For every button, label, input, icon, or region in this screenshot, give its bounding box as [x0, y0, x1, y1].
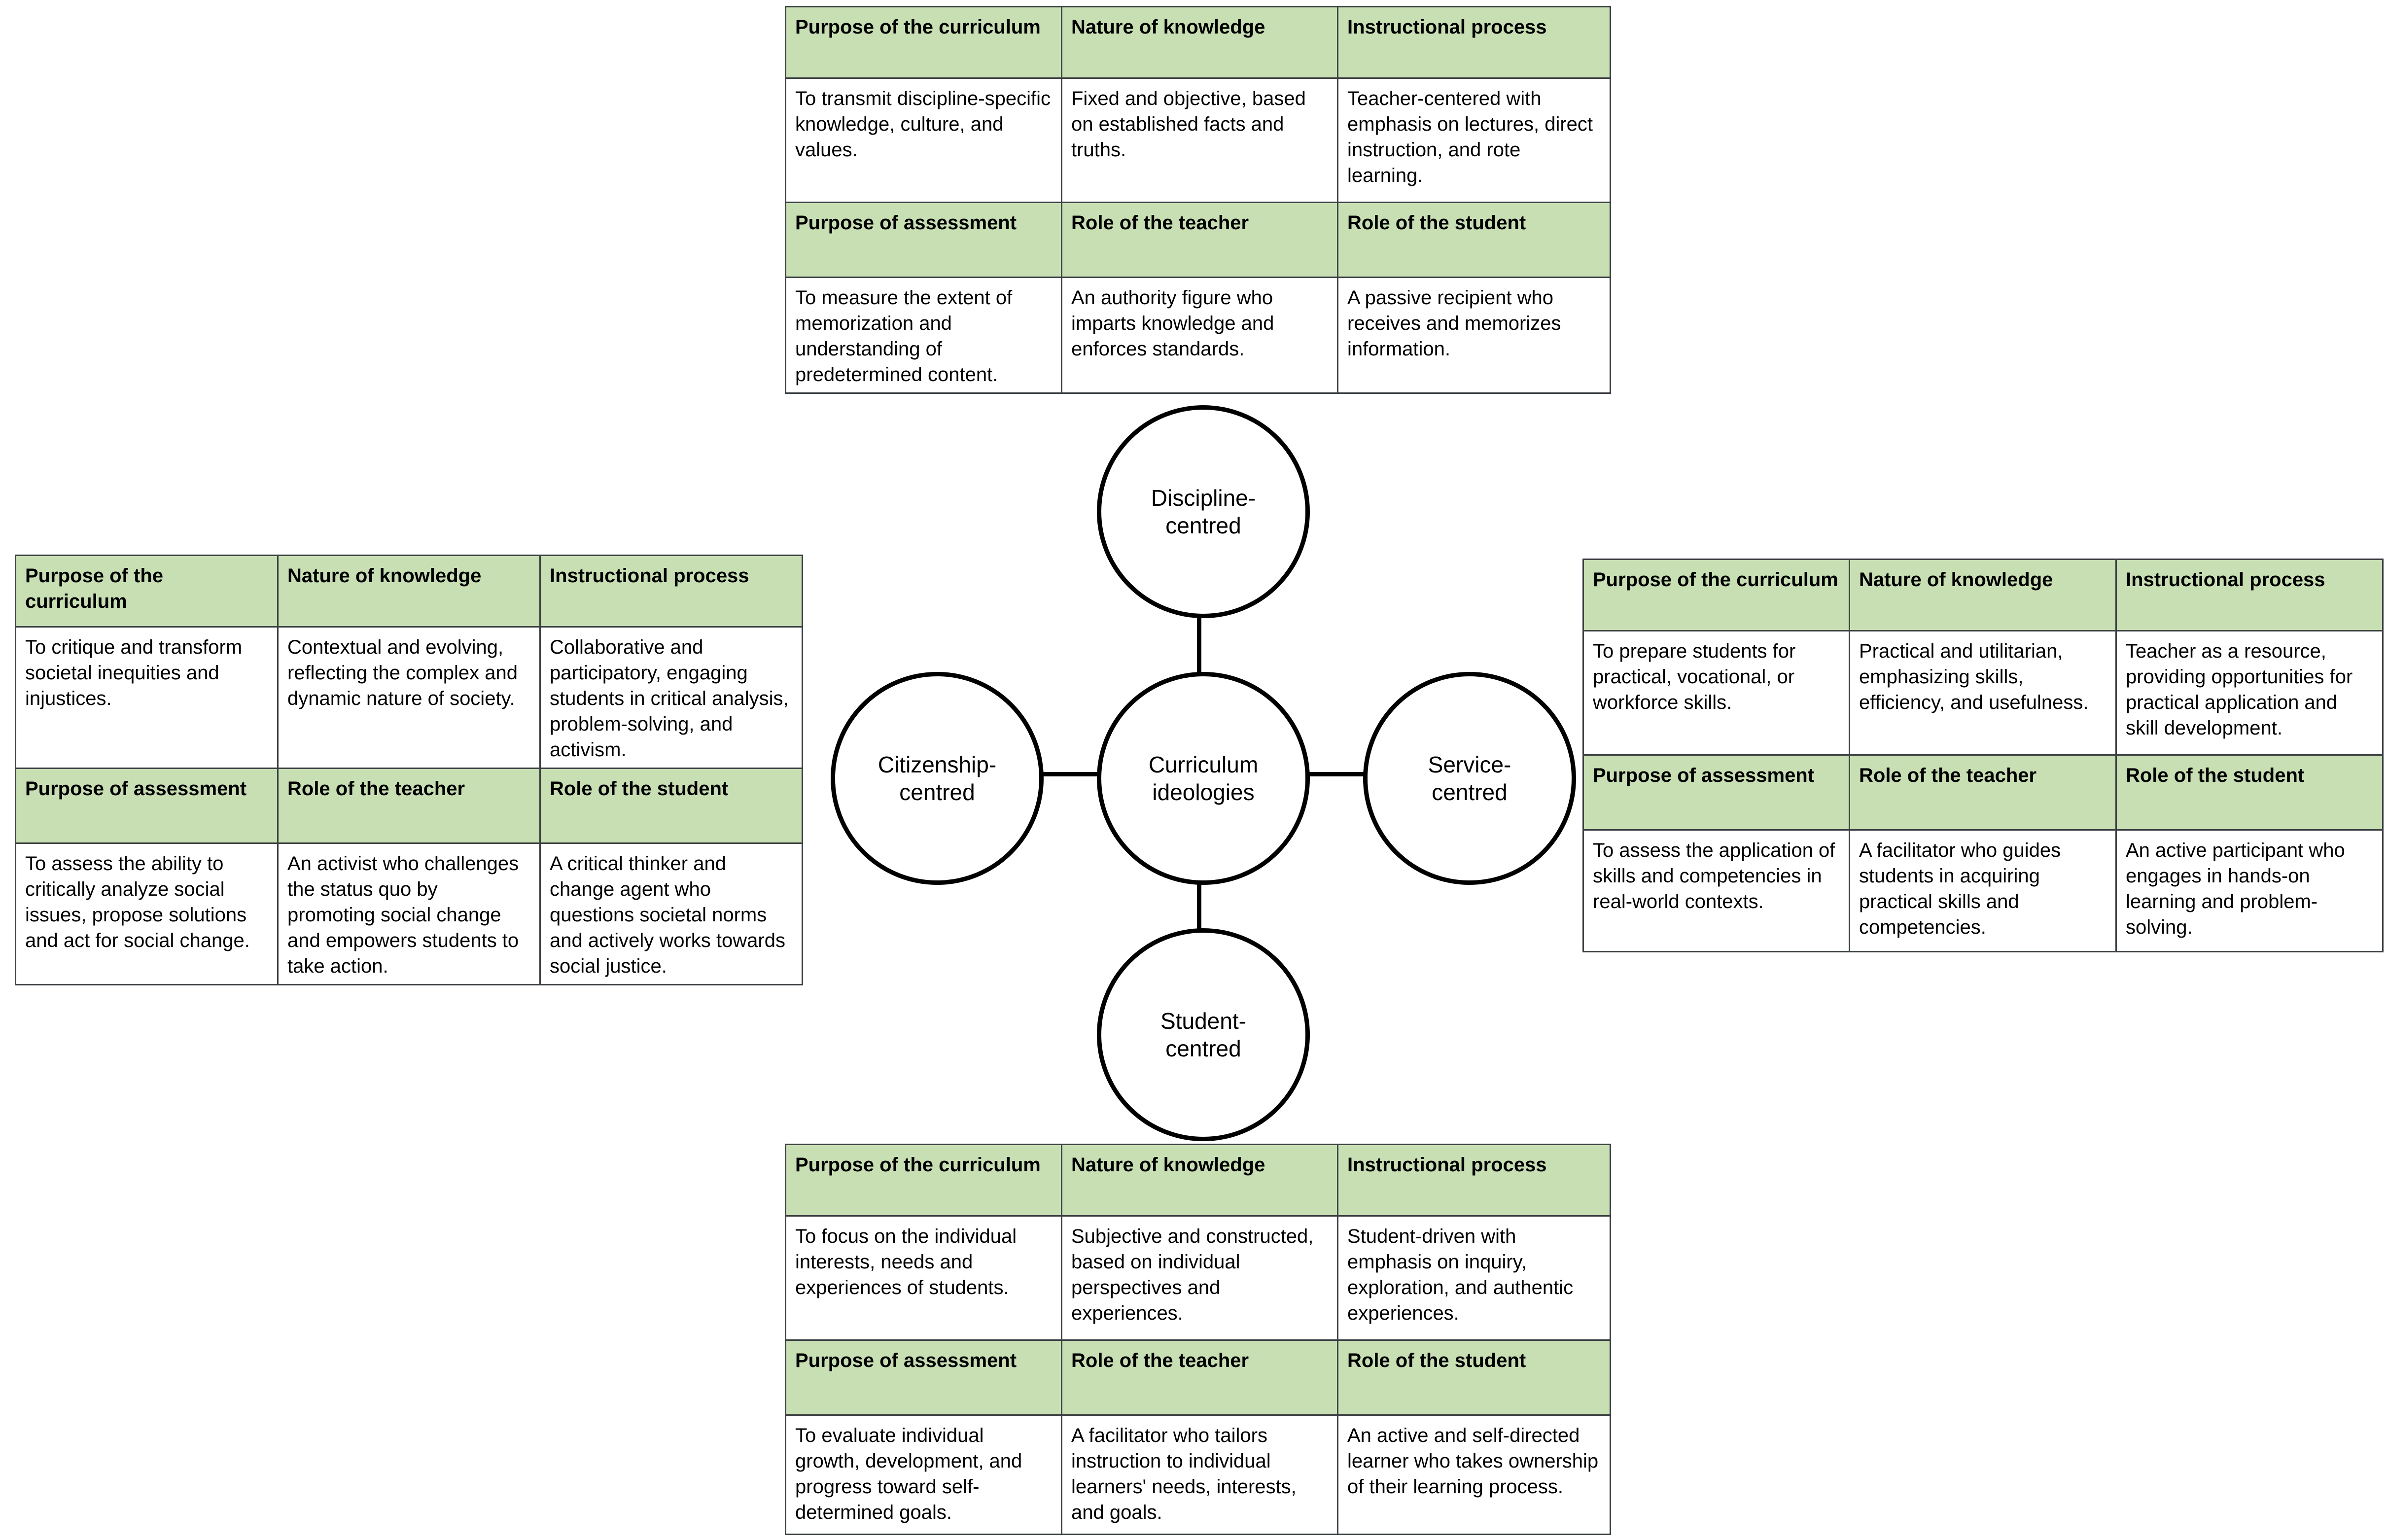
header-nature-of-knowledge: Nature of knowledge	[1061, 1144, 1338, 1217]
header-role-of-the-teacher: Role of the teacher	[1849, 754, 2117, 831]
cell-purpose-of-assessment: To measure the extent of memorization an…	[785, 277, 1062, 394]
header-role-of-the-teacher: Role of the teacher	[1061, 202, 1338, 278]
header-instructional-process: Instructional process	[539, 555, 803, 628]
cell-purpose-of-curriculum: To focus on the individual interests, ne…	[785, 1215, 1062, 1341]
cell-role-of-the-teacher: A facilitator who tailors instruction to…	[1061, 1414, 1338, 1535]
table-citizenship-centred: Purpose of the curriculum Nature of know…	[15, 555, 803, 985]
header-purpose-of-curriculum: Purpose of the curriculum	[1582, 559, 1850, 631]
node-label: Student-centred	[1160, 1008, 1246, 1061]
header-role-of-the-student: Role of the student	[539, 768, 803, 844]
header-purpose-of-assessment: Purpose of assessment	[1582, 754, 1850, 831]
header-purpose-of-assessment: Purpose of assessment	[785, 202, 1062, 278]
cell-role-of-the-teacher: An authority figure who imparts knowledg…	[1061, 277, 1338, 394]
node-curriculum-ideologies[interactable]: Curriculum ideologies	[1097, 672, 1310, 885]
header-role-of-the-teacher: Role of the teacher	[277, 768, 541, 844]
header-instructional-process: Instructional process	[1337, 1144, 1611, 1217]
connector-center-to-discipline	[1197, 601, 1201, 680]
cell-role-of-the-student: A passive recipient who receives and mem…	[1337, 277, 1611, 394]
connector-center-to-service	[1297, 772, 1370, 776]
cell-purpose-of-assessment: To assess the ability to critically anal…	[15, 842, 279, 985]
cell-role-of-the-student: An active and self-directed learner who …	[1337, 1414, 1611, 1535]
header-nature-of-knowledge: Nature of knowledge	[1849, 559, 2117, 631]
table-student-centred: Purpose of the curriculum Nature of know…	[785, 1144, 1611, 1535]
header-instructional-process: Instructional process	[1337, 6, 1611, 79]
cell-instructional-process: Collaborative and participatory, engagin…	[539, 626, 803, 769]
header-role-of-the-student: Role of the student	[2115, 754, 2384, 831]
table-discipline-centred: Purpose of the curriculum Nature of know…	[785, 6, 1611, 394]
table-service-centred: Purpose of the curriculum Nature of know…	[1582, 559, 2384, 952]
cell-role-of-the-student: A critical thinker and change agent who …	[539, 842, 803, 985]
connector-center-to-citizenship	[1028, 772, 1104, 776]
cell-nature-of-knowledge: Practical and utilitarian, emphasizing s…	[1849, 630, 2117, 756]
node-discipline-centred[interactable]: Discipline-centred	[1097, 405, 1310, 618]
cell-instructional-process: Teacher-centered with emphasis on lectur…	[1337, 77, 1611, 203]
header-purpose-of-assessment: Purpose of assessment	[15, 768, 279, 844]
cell-purpose-of-assessment: To assess the application of skills and …	[1582, 829, 1850, 952]
node-student-centred[interactable]: Student-centred	[1097, 928, 1310, 1141]
header-purpose-of-curriculum: Purpose of the curriculum	[785, 1144, 1062, 1217]
cell-purpose-of-curriculum: To critique and transform societal inequ…	[15, 626, 279, 769]
cell-instructional-process: Student-driven with emphasis on inquiry,…	[1337, 1215, 1611, 1341]
cell-role-of-the-student: An active participant who engages in han…	[2115, 829, 2384, 952]
cell-role-of-the-teacher: An activist who challenges the status qu…	[277, 842, 541, 985]
header-instructional-process: Instructional process	[2115, 559, 2384, 631]
curriculum-ideologies-hub-diagram: Discipline-centred Citizenship-centred C…	[799, 394, 1602, 1144]
header-role-of-the-student: Role of the student	[1337, 202, 1611, 278]
node-service-centred[interactable]: Service-centred	[1363, 672, 1576, 885]
header-purpose-of-assessment: Purpose of assessment	[785, 1339, 1062, 1416]
cell-instructional-process: Teacher as a resource, providing opportu…	[2115, 630, 2384, 756]
header-nature-of-knowledge: Nature of knowledge	[277, 555, 541, 628]
cell-role-of-the-teacher: A facilitator who guides students in acq…	[1849, 829, 2117, 952]
cell-purpose-of-curriculum: To transmit discipline-specific knowledg…	[785, 77, 1062, 203]
cell-nature-of-knowledge: Subjective and constructed, based on ind…	[1061, 1215, 1338, 1341]
node-label: Citizenship-centred	[878, 751, 997, 805]
header-purpose-of-curriculum: Purpose of the curriculum	[785, 6, 1062, 79]
header-role-of-the-teacher: Role of the teacher	[1061, 1339, 1338, 1416]
header-purpose-of-curriculum: Purpose of the curriculum	[15, 555, 279, 628]
connector-center-to-student	[1197, 868, 1201, 937]
node-label: Service-centred	[1428, 751, 1511, 805]
cell-purpose-of-curriculum: To prepare students for practical, vocat…	[1582, 630, 1850, 756]
cell-nature-of-knowledge: Contextual and evolving, reflecting the …	[277, 626, 541, 769]
header-nature-of-knowledge: Nature of knowledge	[1061, 6, 1338, 79]
cell-nature-of-knowledge: Fixed and objective, based on establishe…	[1061, 77, 1338, 203]
cell-purpose-of-assessment: To evaluate individual growth, developme…	[785, 1414, 1062, 1535]
node-label: Curriculum ideologies	[1148, 751, 1259, 805]
header-role-of-the-student: Role of the student	[1337, 1339, 1611, 1416]
node-citizenship-centred[interactable]: Citizenship-centred	[831, 672, 1044, 885]
node-label: Discipline-centred	[1151, 485, 1256, 538]
